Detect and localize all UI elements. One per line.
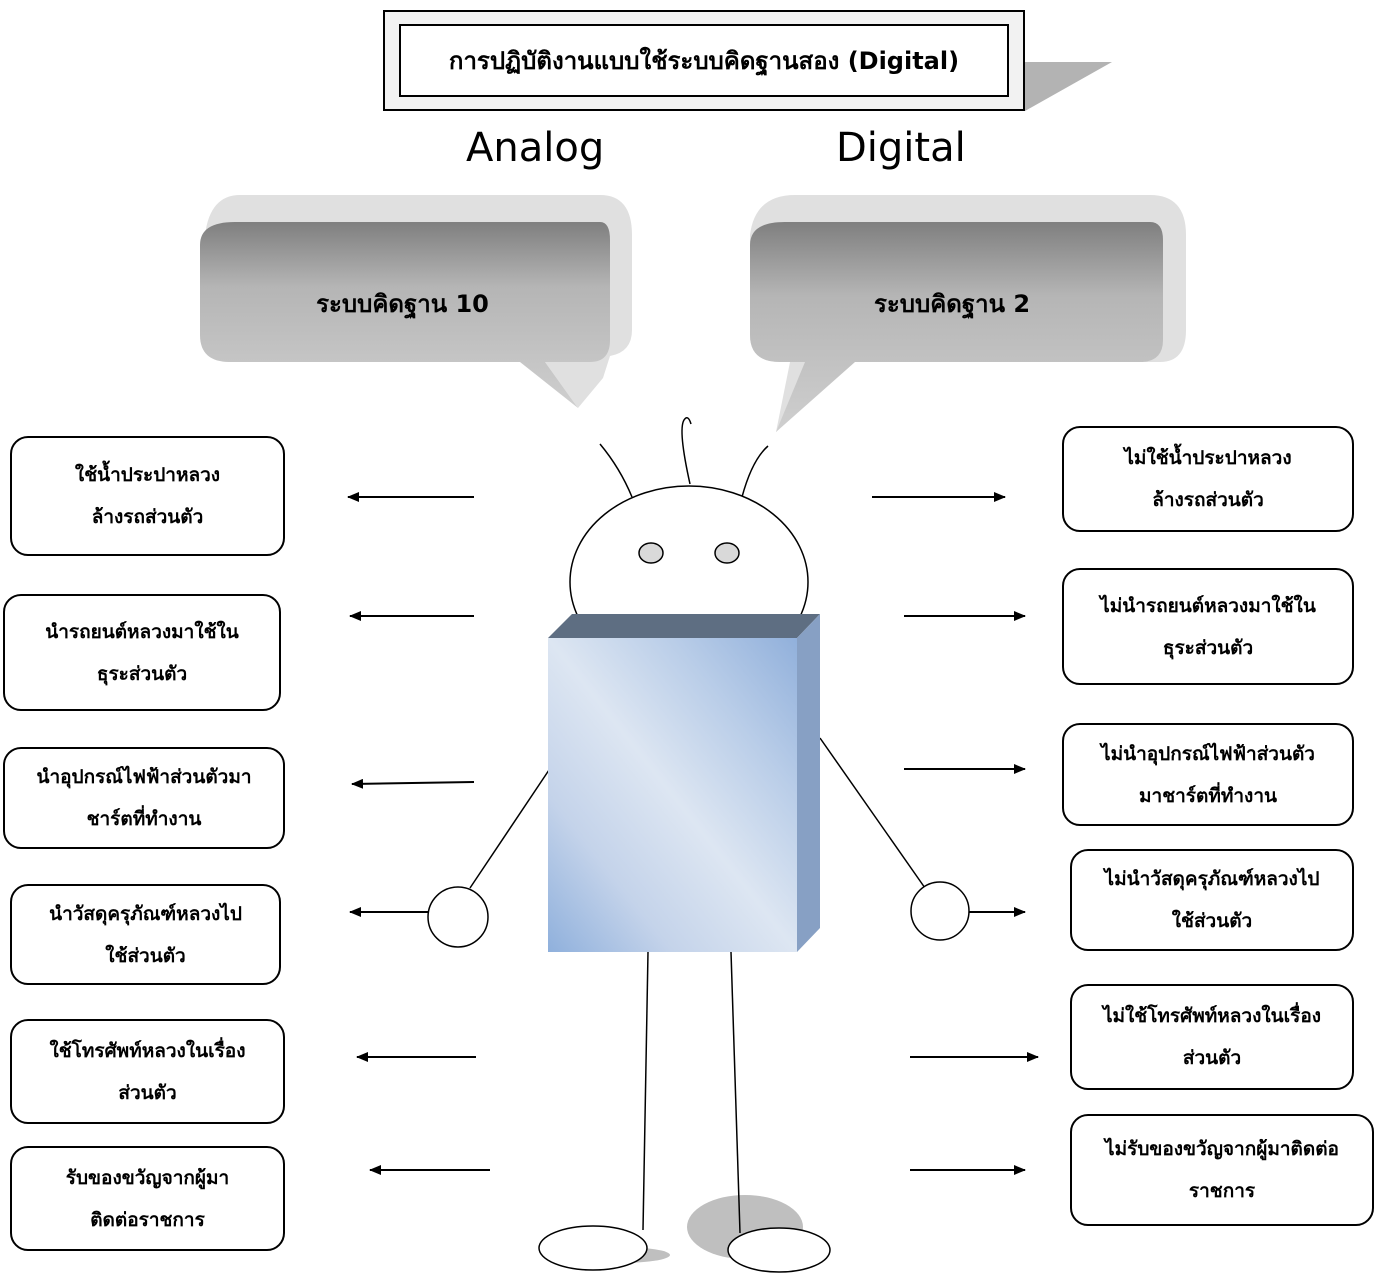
robot-hand-right [910,881,970,941]
digital-item-2: ไม่นำรถยนต์หลวงมาใช้ในธุระส่วนตัว [1062,568,1354,685]
robot-hand-left [427,886,489,948]
item-line: มาชาร์ตที่ทำงาน [1139,784,1277,807]
heading-digital: Digital [836,125,966,171]
robot-arm-left [469,769,550,889]
item-line: ไม่ใช้โทรศัพท์หลวงในเรื่อง [1102,1005,1322,1027]
robot-eye-left [638,542,664,564]
digital-item-3: ไม่นำอุปกรณ์ไฟฟ้าส่วนตัวมาชาร์ตที่ทำงาน [1062,723,1354,826]
digital-item-6: ไม่รับของขวัญจากผู้มาติดต่อราชการ [1070,1114,1374,1226]
item-line: ส่วนตัว [1182,1047,1242,1069]
item-line: ชาร์ตที่ทำงาน [86,808,202,830]
analog-item-4: นำวัสดุครุภัณฑ์หลวงไปใช้ส่วนตัว [10,884,281,985]
analog-item-1: ใช้น้ำประปาหลวงล้างรถส่วนตัว [10,436,285,556]
title-shadow [1025,62,1112,111]
item-line: ส่วนตัว [118,1081,177,1104]
item-line: ใช้โทรศัพท์หลวงในเรื่อง [49,1039,246,1062]
bubble-left-label: ระบบคิดฐาน 10 [316,290,489,318]
robot-arm-right [819,737,926,889]
item-line: นำรถยนต์หลวงมาใช้ใน [45,620,239,643]
robot-eye-right [714,542,740,564]
item-line: ใช้ส่วนตัว [105,944,186,967]
digital-item-5: ไม่ใช้โทรศัพท์หลวงในเรื่องส่วนตัว [1070,984,1354,1090]
robot-body [548,614,820,952]
item-line: ธุระส่วนตัว [1162,636,1254,659]
antenna-right [741,445,769,498]
item-line: ราชการ [1188,1180,1256,1202]
title-frame: การปฏิบัติงานแบบใช้ระบบคิดฐานสอง (Digita… [383,10,1025,111]
robot-foot-left [538,1225,648,1271]
item-line: ไม่ใช้น้ำประปาหลวง [1124,447,1292,469]
robot-leg-right [730,951,741,1234]
heading-analog: Analog [466,125,605,171]
antenna-middle [681,417,692,485]
bubble-right-shape [750,195,1186,432]
digital-item-4: ไม่นำวัสดุครุภัณฑ์หลวงไปใช้ส่วนตัว [1070,849,1354,951]
item-line: ล้างรถส่วนตัว [91,506,204,528]
item-line: นำวัสดุครุภัณฑ์หลวงไป [49,902,242,925]
arrow-left-3 [351,778,475,789]
bubble-left-shape [200,195,632,408]
item-line: ใช้น้ำประปาหลวง [74,464,221,486]
analog-item-6: รับของขวัญจากผู้มาติดต่อราชการ [10,1146,285,1251]
item-line: ไม่นำรถยนต์หลวงมาใช้ใน [1100,594,1316,617]
robot-leg-left [642,951,649,1231]
analog-item-2: นำรถยนต์หลวงมาใช้ในธุระส่วนตัว [3,594,281,711]
item-line: ไม่นำอุปกรณ์ไฟฟ้าส่วนตัว [1101,742,1315,765]
analog-item-3: นำอุปกรณ์ไฟฟ้าส่วนตัวมาชาร์ตที่ทำงาน [3,747,285,849]
item-line: ล้างรถส่วนตัว [1152,489,1264,511]
item-line: ธุระส่วนตัว [96,662,188,685]
digital-item-1: ไม่ใช้น้ำประปาหลวงล้างรถส่วนตัว [1062,426,1354,532]
item-line: นำอุปกรณ์ไฟฟ้าส่วนตัวมา [36,766,252,788]
analog-item-5: ใช้โทรศัพท์หลวงในเรื่องส่วนตัว [10,1019,285,1124]
item-line: ไม่รับของขวัญจากผู้มาติดต่อ [1105,1138,1339,1160]
page-title: การปฏิบัติงานแบบใช้ระบบคิดฐานสอง (Digita… [399,24,1009,97]
item-line: รับของขวัญจากผู้มา [65,1166,230,1189]
bubble-right-label: ระบบคิดฐาน 2 [873,290,1031,318]
item-line: ไม่นำวัสดุครุภัณฑ์หลวงไป [1104,868,1320,890]
antenna-left [599,443,633,498]
robot-foot-right [727,1227,831,1273]
item-line: ติดต่อราชการ [90,1208,205,1231]
item-line: ใช้ส่วนตัว [1171,910,1253,932]
